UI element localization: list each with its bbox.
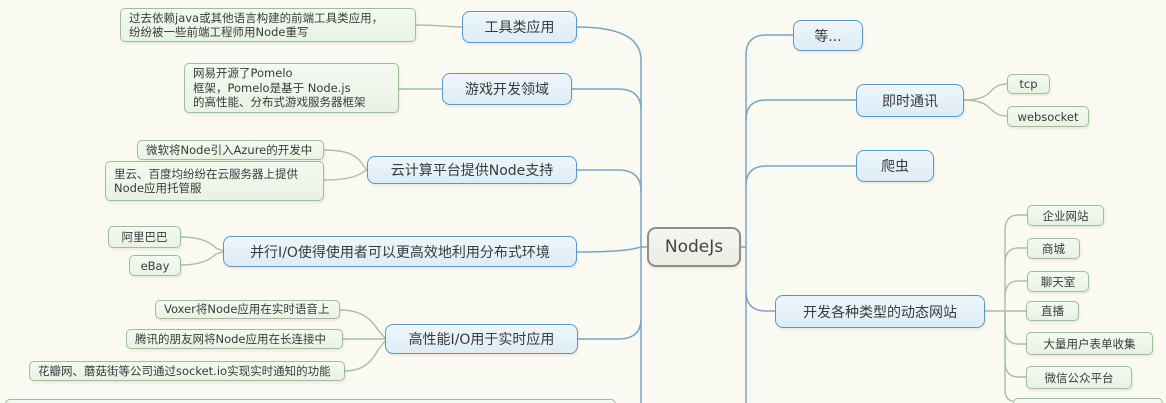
note-cloud-azure[interactable]: 微软将Node引入Azure的开发中 xyxy=(137,140,324,160)
leaf-wechat-platform[interactable]: 微信公众平台 xyxy=(1026,366,1132,389)
leaf-websocket[interactable]: websocket xyxy=(1007,106,1089,127)
leaf-chatroom[interactable]: 聊天室 xyxy=(1027,271,1089,292)
topic-parallel-io[interactable]: 并行I/O使得使用者可以更高效地利用分布式环境 xyxy=(223,236,577,267)
topic-game-dev[interactable]: 游戏开发领域 xyxy=(442,73,572,105)
leaf-alibaba[interactable]: 阿里巴巴 xyxy=(108,226,181,248)
leaf-live-streaming[interactable]: 直播 xyxy=(1026,301,1079,321)
note-tools-java-rewrite[interactable]: 过去依赖java或其他语言构建的前端工具类应用， 纷纷被一些前端工程师用Node… xyxy=(120,8,416,42)
cutoff-leaf-bottom-right[interactable] xyxy=(1013,398,1163,403)
topic-cloud-support[interactable]: 云计算平台提供Node支持 xyxy=(367,156,577,184)
note-game-pomelo[interactable]: 网易开源了Pomelo 框架，Pomelo是基于 Node.js 的高性能、分布… xyxy=(184,63,399,113)
root-node-nodejs[interactable]: NodeJs xyxy=(647,227,741,267)
note-realtime-socketio[interactable]: 花瓣网、蘑菇街等公司通过socket.io实现实时通知的功能 xyxy=(29,361,345,381)
topic-etc[interactable]: 等... xyxy=(793,20,863,51)
topic-instant-messaging[interactable]: 即时通讯 xyxy=(856,84,964,117)
leaf-enterprise-site[interactable]: 企业网站 xyxy=(1027,205,1104,226)
leaf-ebay[interactable]: eBay xyxy=(129,255,181,276)
note-realtime-tencent[interactable]: 腾讯的朋友网将Node应用在长连接中 xyxy=(126,329,343,349)
note-realtime-voxer[interactable]: Voxer将Node应用在实时语音上 xyxy=(155,300,340,319)
note-cloud-hosting[interactable]: 里云、百度均纷纷在云服务器上提供 Node应用托管服 xyxy=(105,161,324,201)
leaf-tcp[interactable]: tcp xyxy=(1007,74,1050,94)
topic-dynamic-websites[interactable]: 开发各种类型的动态网站 xyxy=(775,295,985,328)
topic-tools[interactable]: 工具类应用 xyxy=(462,11,577,43)
leaf-form-collection[interactable]: 大量用户表单收集 xyxy=(1026,332,1153,355)
cutoff-note-bottom-left[interactable] xyxy=(5,399,616,403)
leaf-mall[interactable]: 商城 xyxy=(1027,238,1080,259)
topic-high-performance-io[interactable]: 高性能I/O用于实时应用 xyxy=(385,324,578,354)
topic-crawler[interactable]: 爬虫 xyxy=(856,150,934,182)
